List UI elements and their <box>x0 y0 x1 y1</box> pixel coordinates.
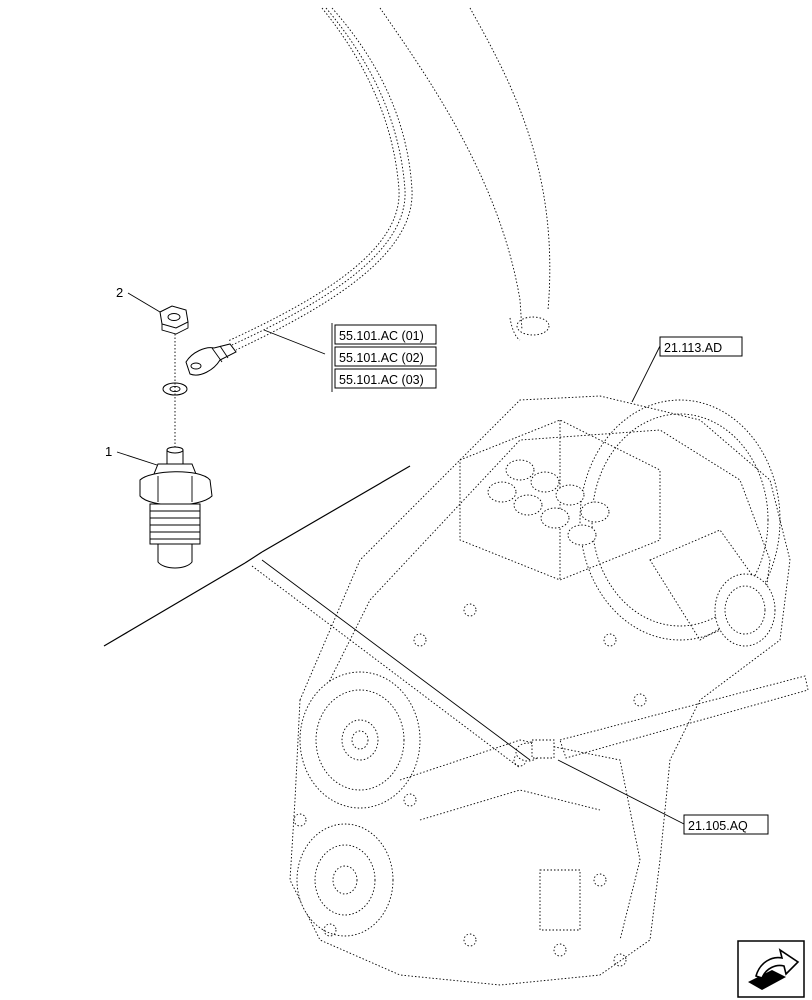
wire-ref-03[interactable]: 55.101.AC (03) <box>334 368 437 389</box>
wire-reference-leader <box>263 323 333 392</box>
temperature-sensor[interactable] <box>139 446 213 569</box>
wire-ref-02[interactable]: 55.101.AC (02) <box>334 346 437 367</box>
hose-large <box>379 7 551 341</box>
transmission-reference[interactable]: 21.113.AD <box>631 336 743 403</box>
section-break-lines <box>103 465 411 647</box>
callout-1-number: 1 <box>105 444 112 459</box>
housing-reference[interactable]: 21.105.AQ <box>557 759 769 835</box>
wire-reference-group: 55.101.AC (01) 55.101.AC (02) 55.101.AC … <box>334 324 437 389</box>
wire-ref-01[interactable]: 55.101.AC (01) <box>334 324 437 345</box>
ring-terminal[interactable] <box>185 343 237 376</box>
wire-ref-02-label: 55.101.AC (02) <box>339 351 424 365</box>
installation-leader <box>261 559 531 761</box>
hex-nut[interactable] <box>159 305 189 335</box>
wire-ref-01-label: 55.101.AC (01) <box>339 329 424 343</box>
transmission-reference-label: 21.113.AD <box>664 341 722 355</box>
callout-2-number: 2 <box>116 285 123 300</box>
sensor-port <box>515 739 555 762</box>
solenoid-valves <box>487 459 610 546</box>
pump-face <box>299 671 421 809</box>
housing-reference-label: 21.105.AQ <box>688 819 748 833</box>
callout-1: 1 <box>105 444 161 467</box>
filter-canister <box>649 529 776 647</box>
hose-outer <box>227 7 413 351</box>
washer[interactable] <box>162 382 188 396</box>
callout-2: 2 <box>116 285 161 313</box>
output-flange <box>296 823 394 937</box>
transmission-assembly[interactable] <box>289 395 809 986</box>
next-page-arrow-icon[interactable] <box>737 940 805 998</box>
wire-ref-03-label: 55.101.AC (03) <box>339 373 424 387</box>
